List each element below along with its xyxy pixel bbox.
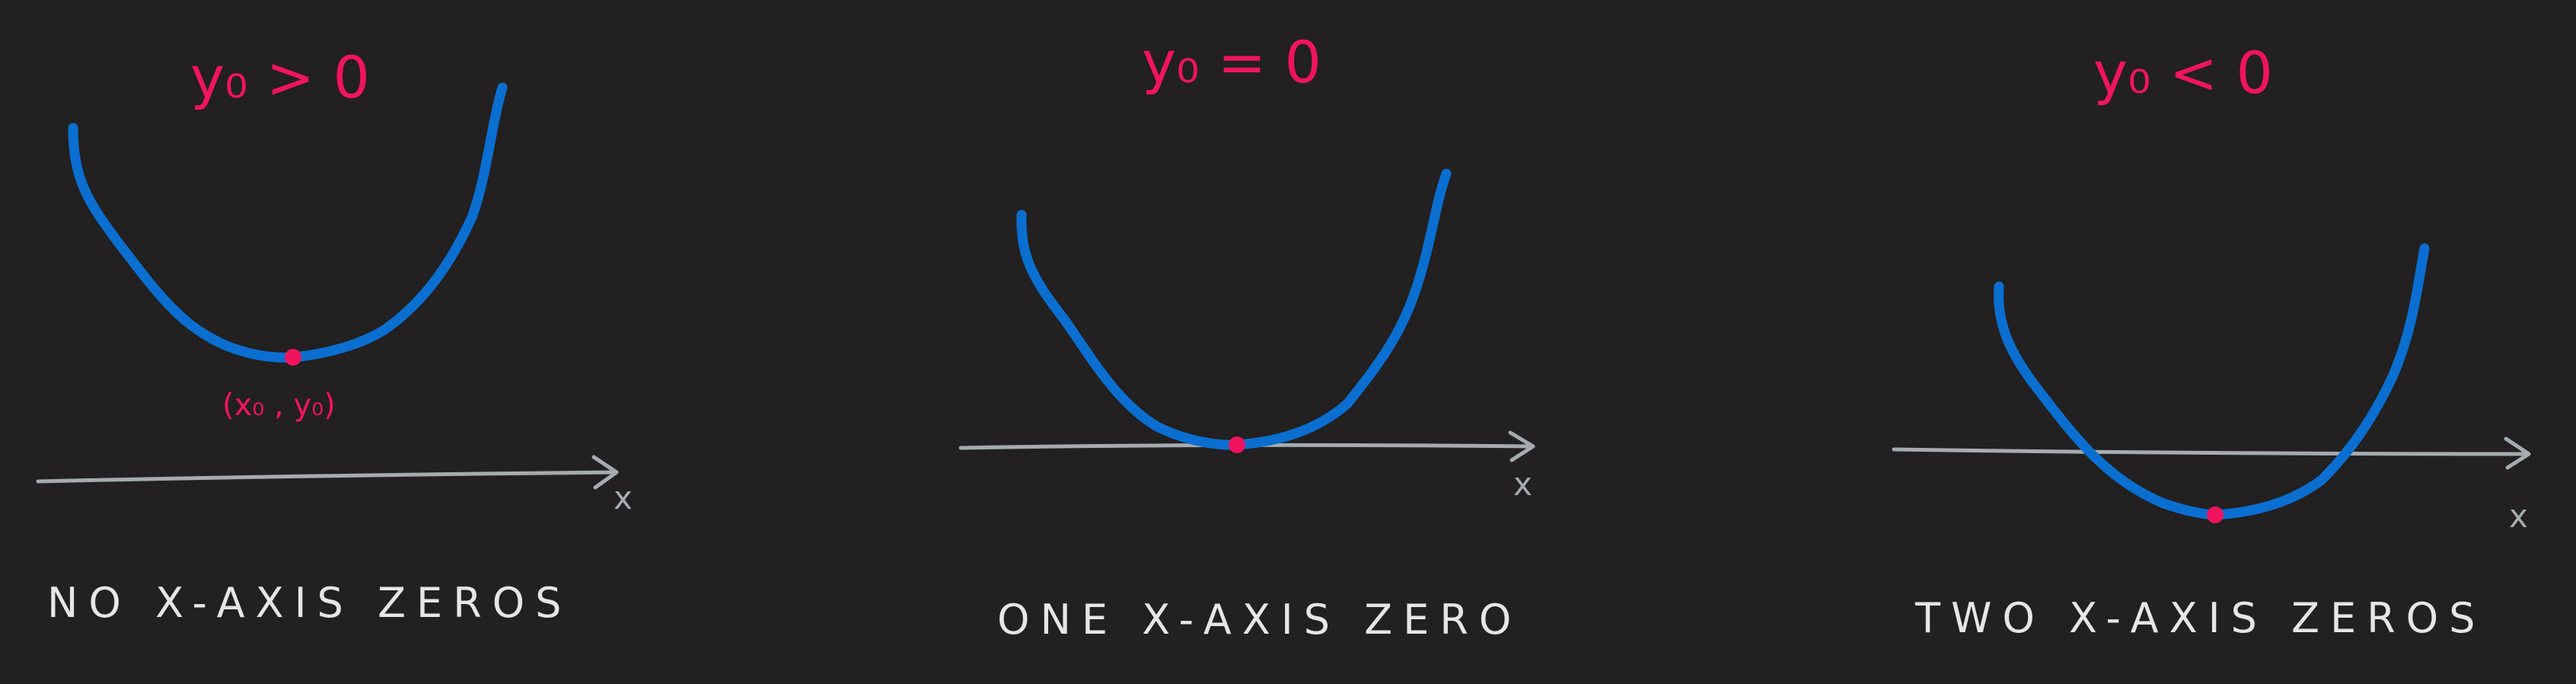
panel-caption: ONE X-AXIS ZERO [997,596,1522,644]
x-axis-line [1892,447,2530,456]
vertex-point [285,349,301,366]
panel-caption: TWO X-AXIS ZEROS [1914,594,2485,642]
x-axis-line [36,470,617,484]
x-axis-arrowhead [2504,436,2531,470]
x-axis-label: x [614,479,633,516]
vertex-point [2207,507,2224,523]
panel-1: x (x₀ , y₀) y₀ > 0 NO X-AXIS ZEROS [36,43,633,627]
parabola-curve [1994,243,2430,520]
x-axis-label: x [2509,497,2528,535]
panel-header: y₀ > 0 [190,43,370,111]
x-axis-arrowhead [591,455,619,490]
vertex-label: (x₀ , y₀) [222,388,336,423]
parabola-curve [1016,168,1452,450]
panel-header: y₀ = 0 [1142,28,1321,96]
x-axis-arrowhead [1508,430,1535,462]
panel-header: y₀ < 0 [2093,39,2273,107]
x-axis-label: x [1513,465,1532,503]
panel-caption: NO X-AXIS ZEROS [47,579,572,627]
panel-2: x y₀ = 0 ONE X-AXIS ZERO [958,28,1535,644]
parabola-curve [68,82,508,363]
panel-3: x y₀ < 0 TWO X-AXIS ZEROS [1892,39,2531,642]
vertex-point [1229,436,1245,453]
